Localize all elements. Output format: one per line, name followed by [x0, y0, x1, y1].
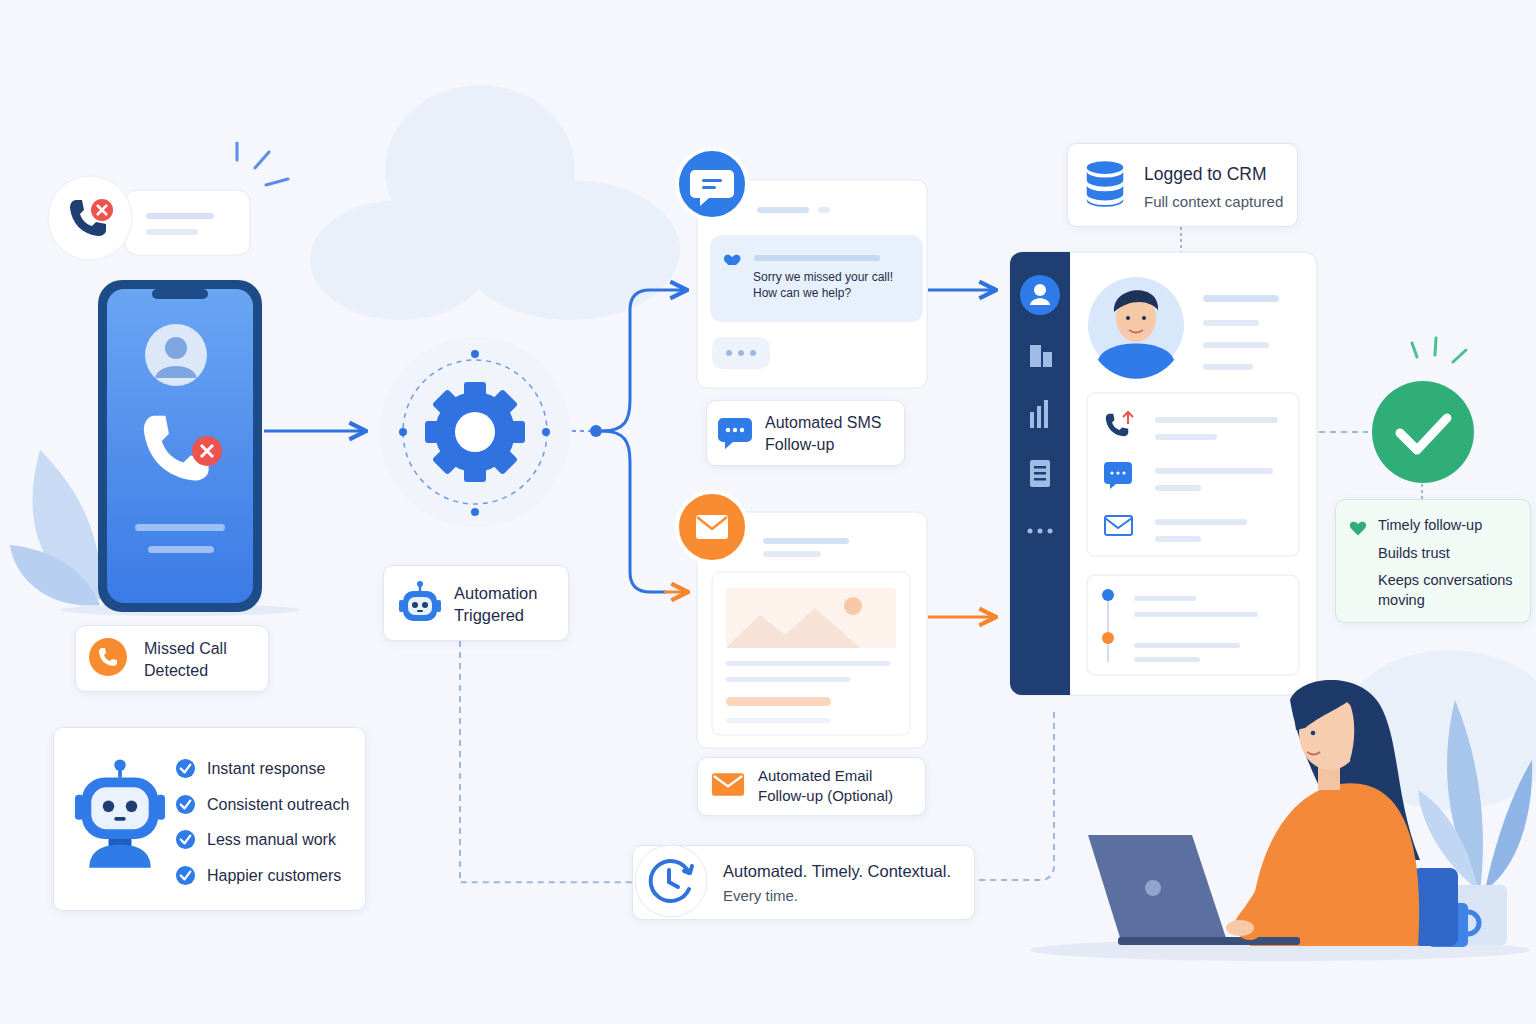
robotBig-icon — [74, 758, 166, 870]
node-text: Full context captured — [1144, 192, 1283, 212]
process-box: Automated Email Follow-up (Optional) — [697, 757, 926, 816]
bubble-icon — [710, 235, 910, 265]
heartGreen-icon — [1348, 518, 1368, 538]
success-check — [1319, 338, 1474, 499]
check-icon — [175, 829, 196, 850]
crm-panel — [1010, 227, 1317, 695]
person-at-laptop — [1030, 680, 1532, 961]
process-box: Sorry we missed your call! How can we he… — [710, 235, 923, 322]
phone — [98, 280, 262, 612]
robot-icon — [396, 580, 444, 628]
node-heading: Missed Call Detected — [144, 638, 254, 681]
process-box: Logged to CRM Full context captured — [1067, 143, 1298, 227]
benefits-panel: Instant responseConsistent outreachLess … — [53, 727, 366, 911]
node-text: Consistent outreach — [207, 794, 349, 816]
chat-icon — [717, 414, 753, 450]
check-icon — [175, 758, 196, 779]
node-heading: Timely follow-up — [1378, 516, 1518, 536]
node-text: Happier customers — [207, 865, 349, 887]
node-heading: Instant response — [207, 758, 349, 780]
db-icon — [1084, 160, 1126, 208]
node-text: Builds trust — [1378, 544, 1518, 564]
process-box: Automation Triggered — [383, 565, 569, 641]
check-icon — [175, 794, 196, 815]
node-heading: Automation Triggered — [454, 582, 554, 627]
node-heading: Logged to CRM — [1144, 163, 1283, 187]
node-text: Less manual work — [207, 829, 349, 851]
sms-card — [677, 149, 927, 388]
process-box: Timely follow-upBuilds trustKeeps conver… — [1335, 499, 1531, 623]
node-heading: Automated SMS Follow-up — [765, 412, 890, 455]
node-heading: Sorry we missed your call! How can we he… — [753, 269, 913, 301]
mail-icon — [711, 771, 745, 798]
missed-call-badge — [48, 143, 288, 260]
phone-icon — [88, 637, 128, 677]
node-heading: Automated Email Follow-up (Optional) — [758, 766, 913, 807]
check-icon — [175, 865, 196, 886]
clock-icon — [633, 843, 709, 919]
email-card — [677, 492, 927, 748]
gear — [380, 337, 570, 527]
process-box: Automated. Timely. Contextual. Every time… — [632, 845, 975, 920]
process-box: Missed Call Detected — [75, 625, 269, 692]
process-box: Automated SMS Follow-up — [706, 400, 905, 466]
dashed-connector — [460, 641, 632, 882]
dashed-leader — [977, 712, 1054, 880]
node-text: Keeps conversations moving — [1378, 571, 1518, 610]
cloud — [310, 85, 1536, 810]
node-text: Every time. — [723, 886, 958, 906]
node-heading: Automated. Timely. Contextual. — [723, 860, 958, 882]
flow-arrow — [264, 430, 364, 433]
